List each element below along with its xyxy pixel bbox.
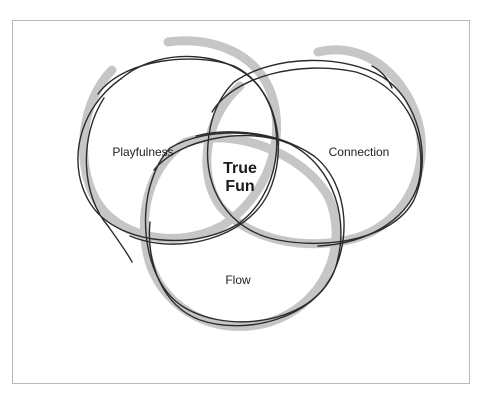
sketch-lines — [77, 55, 423, 327]
connection-label: Connection — [328, 145, 390, 159]
connection-circle-stroke-2 — [211, 67, 422, 247]
flow-label: Flow — [225, 273, 251, 287]
flow-gray-stroke — [139, 133, 341, 331]
connection-circle-tail — [371, 65, 393, 89]
flow-circle-stroke-2 — [148, 134, 342, 327]
flow-circle-stroke-3 — [195, 131, 297, 147]
playfulness-label: Playfulness — [112, 145, 174, 159]
playfulness-circle-tail — [85, 97, 133, 263]
true-fun-line-2: Fun — [225, 178, 255, 195]
playfulness-circle-stroke-2 — [97, 58, 280, 245]
playfulness-gray-stroke — [78, 36, 282, 243]
true-fun-label: True Fun — [223, 160, 257, 196]
true-fun-line-1: True — [223, 160, 257, 177]
